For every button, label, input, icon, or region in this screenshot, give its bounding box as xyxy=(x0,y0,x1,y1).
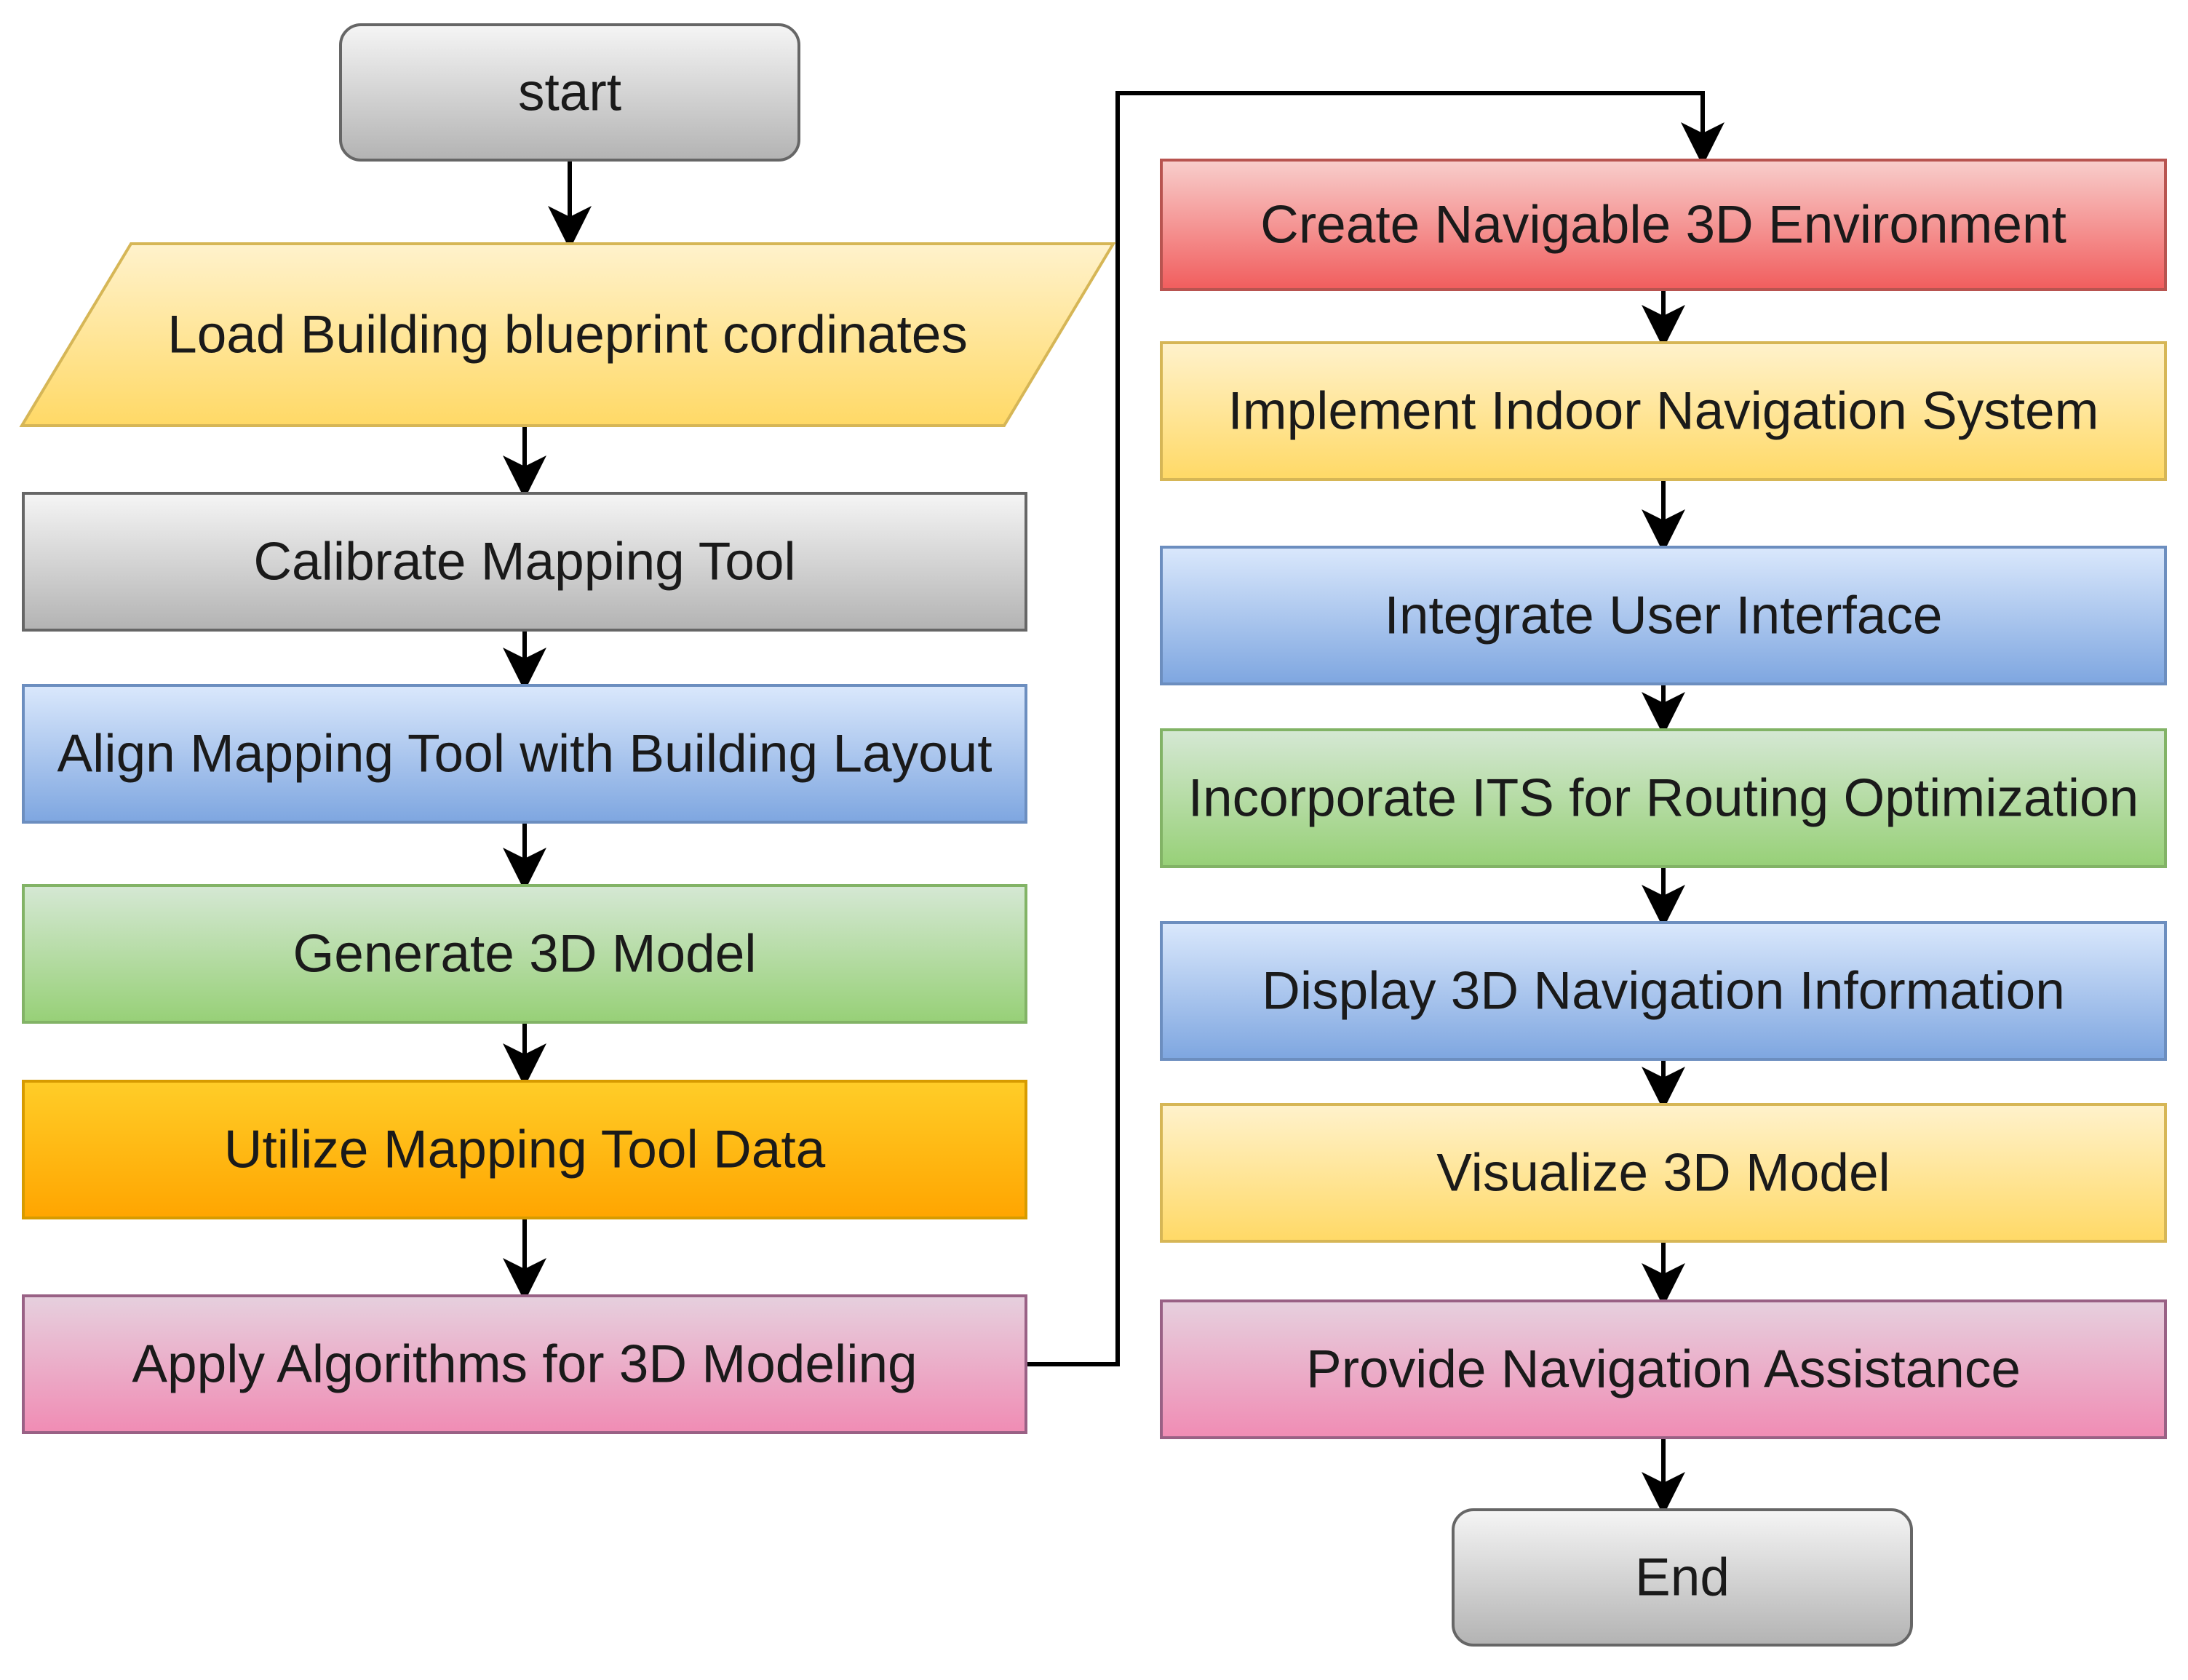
node-load: Load Building blueprint cordinates xyxy=(19,242,1116,427)
create-shape xyxy=(1160,159,2167,291)
apply-label: Apply Algorithms for 3D Modeling xyxy=(132,1335,917,1394)
node-implement: Implement Indoor Navigation System xyxy=(1160,341,2167,481)
node-incorporate: Incorporate ITS for Routing Optimization xyxy=(1160,728,2167,868)
end-label: End xyxy=(1635,1548,1730,1607)
calibrate-shape xyxy=(22,492,1027,632)
start-label: start xyxy=(518,63,621,122)
node-display: Display 3D Navigation Information xyxy=(1160,921,2167,1061)
incorporate-shape xyxy=(1160,728,2167,868)
align-shape xyxy=(22,684,1027,824)
integrate-shape xyxy=(1160,546,2167,685)
generate-label: Generate 3D Model xyxy=(293,925,756,984)
node-start: start xyxy=(339,23,800,162)
apply-shape xyxy=(22,1294,1027,1434)
node-utilize: Utilize Mapping Tool Data xyxy=(22,1080,1027,1219)
provide-shape xyxy=(1160,1299,2167,1439)
end-shape xyxy=(1452,1508,1913,1647)
utilize-label: Utilize Mapping Tool Data xyxy=(224,1120,826,1179)
start-shape xyxy=(339,23,800,162)
display-shape xyxy=(1160,921,2167,1061)
node-calibrate: Calibrate Mapping Tool xyxy=(22,492,1027,632)
arrow-apply-to-create xyxy=(1026,91,1724,1366)
integrate-label: Integrate User Interface xyxy=(1385,586,1943,645)
edges-layer xyxy=(503,91,1724,1516)
display-label: Display 3D Navigation Information xyxy=(1262,962,2065,1021)
implement-shape xyxy=(1160,341,2167,481)
visualize-label: Visualize 3D Model xyxy=(1436,1144,1890,1203)
incorporate-label: Incorporate ITS for Routing Optimization xyxy=(1188,769,2139,828)
implement-label: Implement Indoor Navigation System xyxy=(1228,382,2099,441)
node-apply: Apply Algorithms for 3D Modeling xyxy=(22,1294,1027,1434)
visualize-shape xyxy=(1160,1103,2167,1243)
calibrate-label: Calibrate Mapping Tool xyxy=(253,533,795,592)
align-label: Align Mapping Tool with Building Layout xyxy=(57,725,992,784)
load-label: Load Building blueprint cordinates xyxy=(167,306,968,365)
generate-shape xyxy=(22,884,1027,1024)
load-shape xyxy=(19,242,1116,427)
node-create: Create Navigable 3D Environment xyxy=(1160,159,2167,291)
node-align: Align Mapping Tool with Building Layout xyxy=(22,684,1027,824)
node-provide: Provide Navigation Assistance xyxy=(1160,1299,2167,1439)
utilize-shape xyxy=(22,1080,1027,1219)
node-integrate: Integrate User Interface xyxy=(1160,546,2167,685)
node-end: End xyxy=(1452,1508,1913,1647)
create-label: Create Navigable 3D Environment xyxy=(1260,196,2066,255)
node-generate: Generate 3D Model xyxy=(22,884,1027,1024)
node-visualize: Visualize 3D Model xyxy=(1160,1103,2167,1243)
provide-label: Provide Navigation Assistance xyxy=(1306,1340,2021,1399)
